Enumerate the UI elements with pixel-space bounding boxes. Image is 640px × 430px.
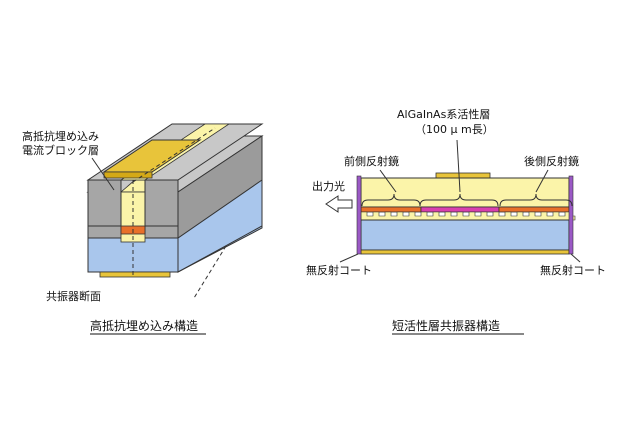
left-caption: 高抵抗埋め込み構造 — [90, 318, 198, 333]
front-mirror-label: 前側反射鏡 — [344, 154, 399, 168]
right-caption: 短活性層共振器構造 — [392, 319, 500, 333]
ar-coat-left-leader — [339, 253, 359, 263]
ar-coat-right — [568, 175, 574, 255]
layer-label-leader — [91, 157, 115, 191]
active-layer-left — [360, 206, 422, 213]
ar-coat-right-label: 無反射コート — [540, 263, 606, 277]
layer-label-line1: 高抵抗埋め込み — [22, 129, 99, 143]
short-cavity-structure: AlGaInAs系活性層 （100 μ m長） 前側反射鏡 後側反射鏡 出力光 … — [306, 107, 606, 335]
ar-coat-left — [356, 175, 362, 255]
ar-coat-left-label: 無反射コート — [306, 263, 372, 277]
active-layer-label-line1: AlGaInAs系活性層 — [397, 107, 490, 121]
output-light-arrow — [325, 195, 353, 213]
active-leader — [456, 139, 461, 193]
rear-mirror-label: 後側反射鏡 — [524, 154, 579, 168]
output-light-label: 出力光 — [312, 179, 345, 193]
buried-structure-3d: 高抵抗埋め込み 電流ブロック層 共振器断面 高抵抗埋め込み構造 — [22, 123, 264, 335]
upper-cladding — [360, 177, 570, 208]
brace-front — [361, 193, 421, 207]
grating — [360, 211, 576, 221]
lower-substrate — [360, 219, 570, 251]
cross-section-label: 共振器断面 — [46, 289, 101, 303]
ar-coat-right-leader — [570, 253, 581, 263]
cross-section-extension-dashed — [193, 245, 227, 299]
top-electrode — [435, 172, 491, 179]
brace-rear — [499, 193, 573, 207]
gold-electrode-side — [103, 171, 153, 179]
front-mirror-leader — [379, 169, 397, 193]
layer-label-line2: 電流ブロック層 — [22, 143, 99, 157]
active-layer-label-line2: （100 μ m長） — [415, 123, 494, 136]
upper-front-face — [87, 179, 122, 227]
brace-active — [419, 193, 499, 207]
upper-front-face-right — [144, 179, 179, 227]
active-layer-center — [420, 206, 500, 213]
active-layer-right — [498, 206, 570, 213]
bottom-electrode — [99, 271, 171, 278]
lower-electrode — [360, 249, 570, 255]
cross-section-diagonal-dashed — [132, 127, 216, 183]
rear-mirror-leader — [535, 169, 549, 193]
